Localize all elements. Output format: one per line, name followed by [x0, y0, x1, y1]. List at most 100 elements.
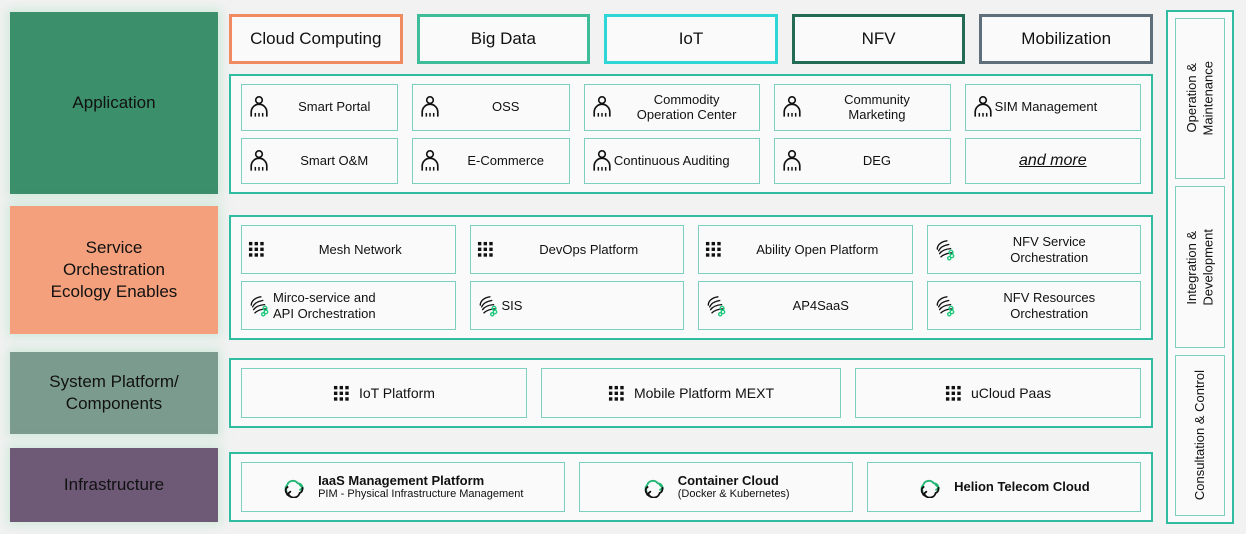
orchestration-icon: [250, 295, 269, 316]
person-icon: [783, 96, 801, 117]
layer-label-text: Infrastructure: [63, 475, 165, 495]
service-tile-label: DevOps Platform: [539, 241, 639, 257]
category-box-mobilization[interactable]: Mobilization: [979, 14, 1153, 64]
service-tile[interactable]: NFV Service Orchestration: [926, 225, 1141, 274]
system-tile-label: IoT Platform: [358, 384, 435, 401]
infrastructure-tile-title: Container Cloud: [677, 472, 779, 488]
system-tile[interactable]: Mobile Platform MEXT: [540, 368, 842, 418]
infrastructure-tile-subtitle: PIM - Physical Infrastructure Management: [318, 488, 524, 501]
layer-label-text: Application: [72, 93, 156, 113]
person-icon: [783, 149, 801, 171]
cloud-icon: [920, 479, 940, 498]
application-tile-group: Smart Portal OSS Commodity Operation Cente…: [229, 74, 1153, 194]
application-tile-label: E-Commerce: [467, 152, 544, 168]
service-tile[interactable]: SIS: [469, 281, 684, 330]
application-tile[interactable]: E-Commerce: [412, 137, 570, 184]
application-tile[interactable]: Smart Portal: [241, 84, 399, 131]
application-tile-label: Smart Portal: [298, 99, 371, 115]
application-tile[interactable]: OSS: [412, 84, 570, 131]
category-label: Mobilization: [1021, 29, 1112, 48]
category-box-cloud-computing[interactable]: Cloud Computing: [229, 14, 403, 64]
application-tile[interactable]: DEG: [774, 137, 951, 184]
service-tile-label: Mesh Network: [318, 241, 402, 257]
category-box-nfv[interactable]: NFV: [791, 14, 966, 64]
orchestration-icon: [936, 295, 954, 316]
grid-icon: [945, 385, 961, 401]
service-tile[interactable]: DevOps Platform: [469, 225, 684, 274]
application-tile-label: Continuous Auditing: [613, 152, 730, 168]
application-tile-label: Community Marketing: [844, 91, 910, 123]
infrastructure-tile-title: Helion Telecom Cloud: [954, 479, 1090, 495]
service-tile-label: AP4SaaS: [792, 297, 849, 313]
service-tile[interactable]: Mirco-service and API Orchestration: [241, 281, 456, 330]
application-tile[interactable]: and more: [964, 137, 1141, 184]
layer-label-text: System Platform/ Components: [49, 372, 179, 413]
service-tile-label: Mirco-service and API Orchestration: [273, 289, 376, 321]
application-tile[interactable]: Commodity Operation Center: [583, 84, 761, 131]
category-label: Cloud Computing: [250, 29, 382, 48]
service-tile-grid: Mesh Network DevOps Platform Ability Open …: [241, 225, 1141, 330]
service-tile[interactable]: AP4SaaS: [698, 281, 913, 330]
infrastructure-tile[interactable]: Container Cloud(Docker & Kubernetes): [578, 462, 853, 512]
category-box-big-data[interactable]: Big Data: [416, 14, 591, 64]
lifecycle-sidebar: Operation & Maintenance Integration & De…: [1166, 10, 1234, 524]
sidebar-item-label: Consultation & Control: [1191, 370, 1207, 501]
application-tile[interactable]: SIM Management: [964, 84, 1141, 131]
application-tile-label: SIM Management: [994, 99, 1098, 115]
service-tile[interactable]: Ability Open Platform: [698, 225, 913, 274]
sidebar-item-operation-maintenance[interactable]: Operation & Maintenance: [1175, 18, 1225, 180]
system-tile[interactable]: uCloud Paas: [855, 368, 1141, 418]
person-icon: [421, 149, 440, 171]
grid-icon: [608, 385, 624, 401]
system-tile-group: IoT Platform Mobile Platform MEXT uCloud P…: [229, 358, 1153, 428]
layer-label-system-platform: System Platform/ Components: [10, 352, 218, 434]
person-icon: [593, 149, 611, 171]
infrastructure-tile-subtitle: (Docker & Kubernetes): [677, 488, 790, 501]
infrastructure-tile-label: Helion Telecom Cloud: [954, 479, 1090, 495]
sidebar-item-label: Operation & Maintenance: [1183, 61, 1215, 136]
grid-icon: [248, 241, 264, 257]
sidebar-item-consultation-control[interactable]: Consultation & Control: [1175, 354, 1225, 516]
person-icon: [421, 96, 440, 117]
orchestration-icon: [936, 239, 954, 260]
layer-label-application: Application: [10, 12, 218, 194]
layer-label-service-orchestration: Service Orchestration Ecology Enables: [10, 206, 218, 334]
layer-label-text: Service Orchestration Ecology Enables: [50, 238, 178, 301]
service-tile-label: NFV Service Orchestration: [1010, 233, 1089, 265]
category-label: Big Data: [470, 29, 536, 48]
service-tile-label: SIS: [501, 297, 523, 313]
category-strip: Cloud Computing Big Data IoT NFV Mobiliz…: [229, 14, 1153, 64]
sidebar-item-label: Integration & Development: [1183, 228, 1215, 306]
person-icon: [250, 149, 268, 171]
infrastructure-tile[interactable]: Helion Telecom Cloud: [866, 462, 1141, 512]
orchestration-icon: [707, 295, 726, 316]
system-tile[interactable]: IoT Platform: [241, 368, 527, 418]
application-tile-label: Commodity Operation Center: [636, 91, 737, 123]
orchestration-icon: [479, 295, 497, 316]
service-tile-label: NFV Resources Orchestration: [1003, 289, 1096, 321]
system-tile-grid: IoT Platform Mobile Platform MEXT uCloud P…: [241, 368, 1141, 418]
application-tile-label: and more: [1019, 152, 1087, 170]
category-box-iot[interactable]: IoT: [604, 14, 778, 64]
service-tile[interactable]: Mesh Network: [241, 225, 456, 274]
application-tile-label: DEG: [862, 152, 892, 168]
application-tile-grid: Smart Portal OSS Commodity Operation Cente…: [241, 84, 1141, 184]
application-tile-label: OSS: [491, 99, 520, 115]
cloud-icon: [644, 479, 664, 498]
application-tile[interactable]: Continuous Auditing: [583, 137, 761, 184]
application-tile[interactable]: Community Marketing: [774, 84, 951, 131]
category-label: IoT: [678, 29, 704, 48]
sidebar-item-integration-development[interactable]: Integration & Development: [1175, 186, 1225, 348]
service-tile-group: Mesh Network DevOps Platform Ability Open …: [229, 215, 1153, 340]
application-tile[interactable]: Smart O&M: [241, 137, 399, 184]
person-icon: [593, 96, 611, 117]
layer-label-infrastructure: Infrastructure: [10, 448, 218, 522]
system-tile-label: Mobile Platform MEXT: [633, 384, 775, 401]
application-tile-label: Smart O&M: [300, 152, 369, 168]
service-tile[interactable]: NFV Resources Orchestration: [926, 281, 1141, 330]
